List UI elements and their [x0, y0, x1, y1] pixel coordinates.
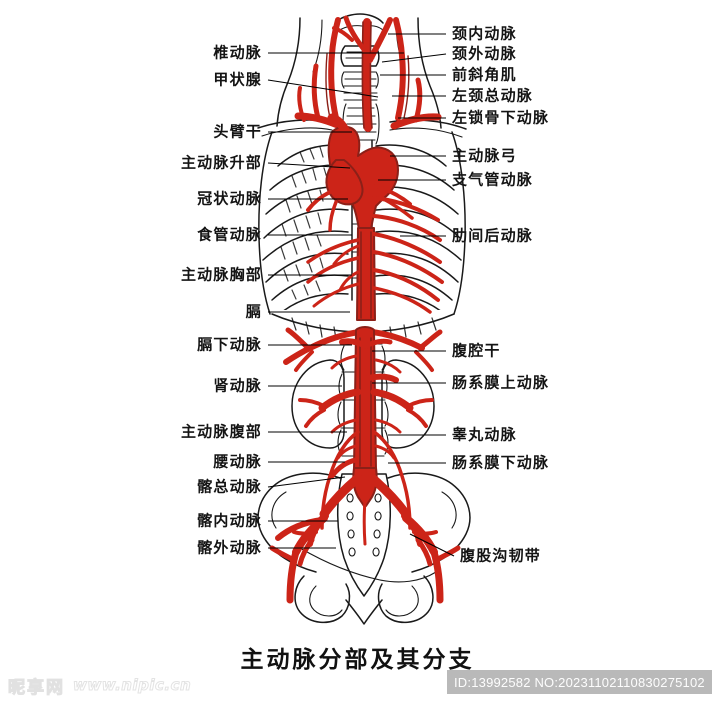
- lumbar-arteries: [330, 354, 402, 460]
- pelvis-outline: [257, 472, 471, 625]
- anatomy-label: 肠系膜下动脉: [452, 453, 550, 472]
- anatomy-label: 支气管动脉: [452, 170, 534, 189]
- watermark-url: www.nipic.cn: [72, 676, 192, 695]
- anatomy-label: 主动脉胸部: [180, 265, 262, 284]
- anatomy-label: 主动脉升部: [180, 153, 262, 172]
- leader-line: [381, 53, 447, 63]
- image-id-bar: ID:13992582 NO:20231102110830275102: [447, 670, 712, 694]
- anatomy-label: 左颈总动脉: [452, 86, 534, 105]
- neck-outline: [276, 13, 442, 145]
- leader-line: [267, 476, 346, 488]
- anatomy-label: 主动脉弓: [452, 146, 517, 165]
- anatomy-label: 前斜角肌: [452, 65, 517, 84]
- anatomy-label: 腹股沟韧带: [460, 546, 542, 565]
- leader-line: [267, 79, 379, 98]
- anatomy-label: 髂总动脉: [197, 477, 262, 496]
- site-watermark: 昵享网 www.nipic.cn: [8, 668, 238, 702]
- anatomy-label: 腰动脉: [213, 452, 262, 471]
- sacral-foramina: [346, 493, 382, 557]
- anatomy-label: 肾动脉: [213, 376, 262, 395]
- anatomy-label: 头臂干: [213, 122, 262, 141]
- kidneys-outline: [291, 359, 435, 449]
- trachea-rings: [341, 71, 379, 101]
- figure-title: 主动脉分部及其分支: [240, 647, 475, 673]
- inguinal-ligament: [299, 547, 437, 583]
- anatomy-label: 腹腔干: [452, 341, 501, 360]
- anatomy-label: 髂内动脉: [197, 511, 262, 530]
- anatomy-label: 颈外动脉: [452, 44, 517, 63]
- anatomy-label: 膈下动脉: [197, 335, 262, 354]
- ribs-left: [262, 144, 349, 310]
- anatomy-label: 椎动脉: [213, 43, 262, 62]
- anatomy-label: 肠系膜上动脉: [452, 373, 550, 392]
- leader-line: [409, 533, 455, 557]
- intercostal-arteries-right: [372, 196, 444, 314]
- anatomy-label: 主动脉腹部: [180, 422, 262, 441]
- anatomy-label: 肋间后动脉: [452, 226, 534, 245]
- anatomy-label: 甲状腺: [213, 70, 262, 89]
- anatomy-label: 食管动脉: [197, 225, 262, 244]
- watermark-logo: 昵享网: [8, 677, 65, 698]
- anatomy-label: 冠状动脉: [197, 189, 262, 208]
- anatomy-label: 髂外动脉: [197, 538, 262, 557]
- ribs-right: [375, 144, 462, 310]
- anatomy-label: 左锁骨下动脉: [452, 108, 550, 127]
- aorta-and-branches: [269, 15, 461, 604]
- leader-line: [267, 162, 351, 169]
- anatomy-label: 颈内动脉: [452, 24, 517, 43]
- intercostal-arteries-left: [306, 238, 360, 308]
- anatomy-label: 睾丸动脉: [452, 425, 517, 444]
- anatomy-label: 膈: [245, 302, 262, 321]
